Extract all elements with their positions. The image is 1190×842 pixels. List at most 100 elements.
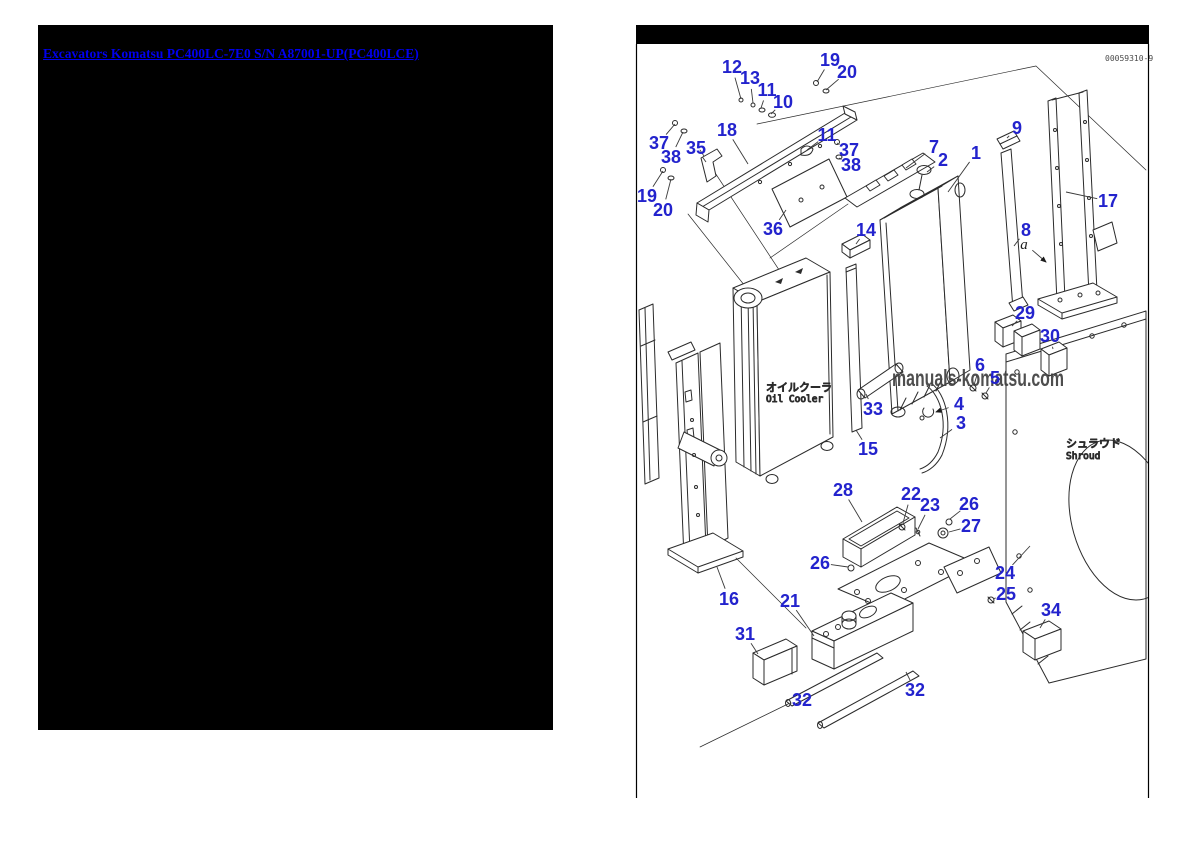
callout-leader-16 <box>716 566 726 589</box>
shroud-part <box>1005 310 1148 684</box>
callout-17: 17 <box>1098 191 1118 211</box>
callout-19: 19 <box>820 50 840 70</box>
callout-10: 10 <box>773 92 793 112</box>
corner-pad-part <box>1022 620 1062 661</box>
lower-pads-parts <box>752 638 920 729</box>
drawing-number: 00059310-9 <box>1105 54 1153 63</box>
callout-34: 34 <box>1041 600 1061 620</box>
callout-leader-33 <box>865 393 869 400</box>
callout-13: 13 <box>740 68 760 88</box>
callout-27: 27 <box>961 516 981 536</box>
callout-32: 32 <box>792 690 812 710</box>
hardware-top-cluster <box>660 80 843 181</box>
callout-leader-17 <box>1065 191 1098 200</box>
callout-20: 20 <box>653 200 673 220</box>
callout-leader-11 <box>760 100 764 109</box>
callout-16: 16 <box>719 589 739 609</box>
callout-leader-38 <box>675 131 684 148</box>
support-box-part <box>811 592 914 670</box>
callout-leader-12 <box>734 77 742 100</box>
hose-and-clamp-parts <box>919 382 989 474</box>
callout-leader-23 <box>917 514 926 530</box>
callout-leader-28 <box>848 499 863 523</box>
callout-26: 26 <box>959 494 979 514</box>
pad-and-tube-parts <box>841 233 904 433</box>
callout-leader-10 <box>770 109 776 115</box>
callout-leader-38 <box>838 157 842 160</box>
callout-leader-36 <box>778 209 787 221</box>
manifold-part <box>844 152 936 208</box>
alignment-line <box>735 557 807 629</box>
stay-bar-part <box>996 130 1029 312</box>
callout-19: 19 <box>637 186 657 206</box>
callout-leader-29 <box>1011 320 1018 327</box>
callout-leader-26 <box>949 510 961 520</box>
callout-33: 33 <box>863 399 883 419</box>
callout-11: 11 <box>757 80 776 100</box>
alignment-line <box>769 203 849 259</box>
model-breadcrumb-link[interactable]: Excavators Komatsu PC400LC-7E0 S/N A8700… <box>43 46 419 61</box>
callout-4: 4 <box>954 394 964 414</box>
callout-a: a <box>1020 237 1028 253</box>
callout-12: 12 <box>722 57 742 77</box>
oil-cooler-label-en: Oil Cooler <box>766 394 823 405</box>
callout-37: 37 <box>839 140 859 160</box>
watermark: manuals-komatsu.com <box>892 365 1064 391</box>
callout-leader-35 <box>702 156 707 163</box>
shroud-label-jp: シュラウド <box>1066 437 1121 450</box>
callout-leader-27 <box>948 528 961 533</box>
callout-leader-15 <box>855 429 863 440</box>
callout-leader-34 <box>1039 619 1046 629</box>
shroud-label-en: Shroud <box>1066 451 1100 462</box>
callout-leader-4 <box>935 407 949 413</box>
callout-leader-26 <box>830 564 849 568</box>
callout-26: 26 <box>810 553 830 573</box>
callout-35: 35 <box>686 138 706 158</box>
callout-38: 38 <box>841 155 861 175</box>
callout-leader-18 <box>732 139 749 165</box>
callout-leader-9 <box>1006 135 1010 139</box>
alignment-line <box>756 65 1147 171</box>
side-plate-part <box>943 546 1002 604</box>
callout-1: 1 <box>971 143 981 163</box>
callout-leader-8 <box>1013 238 1020 247</box>
callout-5: 5 <box>990 368 1000 388</box>
callout-leader-5 <box>985 387 990 394</box>
callout-leader-11 <box>806 141 819 151</box>
callout-leader-30 <box>1052 346 1054 350</box>
callout-38: 38 <box>661 147 681 167</box>
callout-leader-a <box>1032 249 1047 263</box>
left-strip-part <box>638 303 660 485</box>
callout-28: 28 <box>833 480 853 500</box>
callout-11: 11 <box>817 125 836 145</box>
callout-36: 36 <box>763 219 783 239</box>
callout-3: 3 <box>956 413 966 433</box>
callout-leader-7 <box>905 153 926 169</box>
callout-leader-31 <box>750 642 759 655</box>
callout-20: 20 <box>837 62 857 82</box>
bracket-part <box>700 148 723 183</box>
callout-leader-19 <box>816 69 825 83</box>
mount-pads-parts <box>994 314 1068 377</box>
callout-leader-22 <box>902 504 909 524</box>
callout-2: 2 <box>938 150 948 170</box>
tall-bracket-part <box>667 341 744 574</box>
callout-leader-6 <box>973 375 978 386</box>
callout-18: 18 <box>717 120 737 140</box>
callout-37: 37 <box>649 133 669 153</box>
callout-leader-32 <box>905 671 911 681</box>
callout-leader-14 <box>855 238 860 245</box>
callout-leader-24 <box>1012 545 1031 566</box>
callout-15: 15 <box>858 439 878 459</box>
upper-beam-part <box>695 105 858 223</box>
callout-leader-3 <box>939 429 953 439</box>
callout-30: 30 <box>1040 326 1060 346</box>
callout-29: 29 <box>1015 303 1035 323</box>
diagram-top-bar <box>636 25 1149 44</box>
callout-23: 23 <box>920 495 940 515</box>
oil-cooler-part <box>732 257 834 484</box>
callout-8: 8 <box>1021 220 1031 240</box>
callout-leader-20 <box>665 178 672 200</box>
callout-leader-20 <box>825 78 839 91</box>
